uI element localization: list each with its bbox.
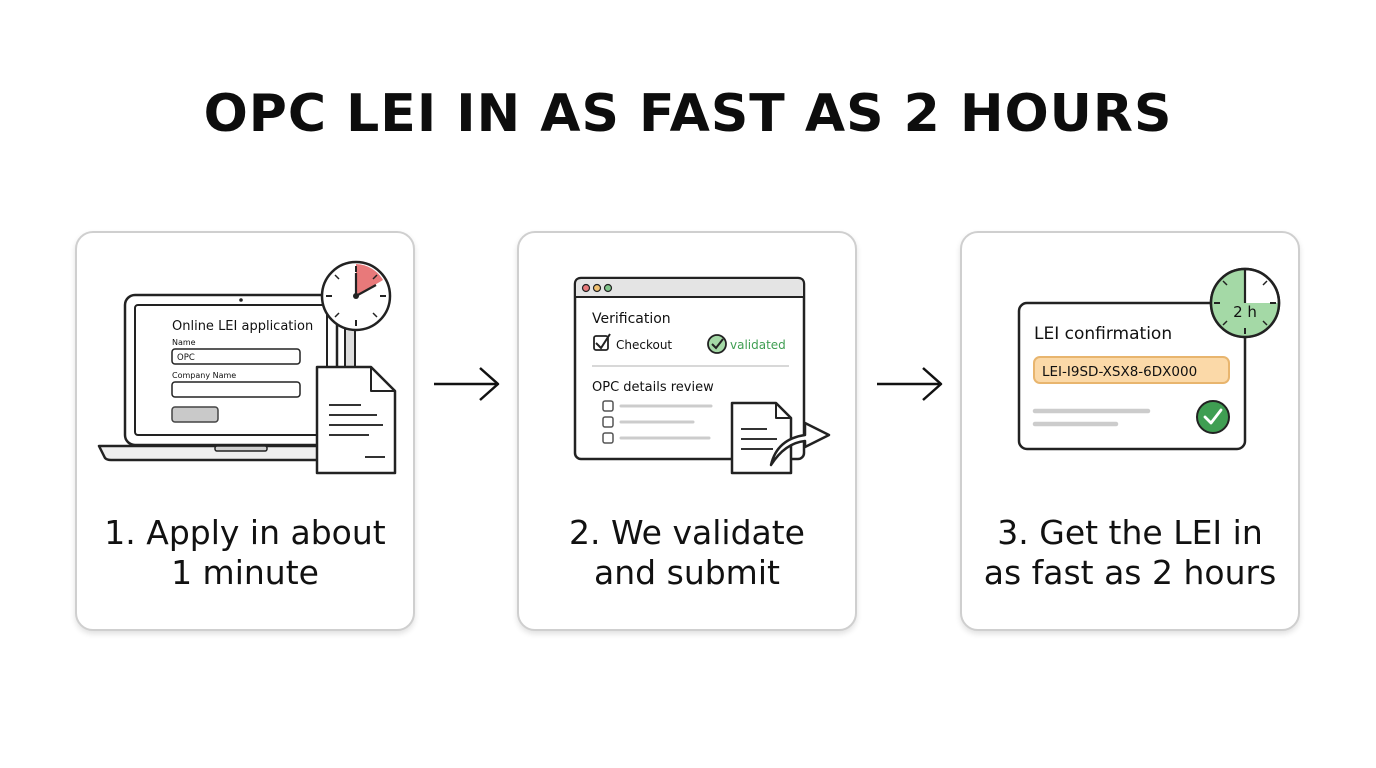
validated-label: validated xyxy=(730,338,786,352)
document-icon xyxy=(315,365,397,475)
caption-line-1: 3. Get the LEI in xyxy=(997,513,1263,552)
step-illustration-apply: Online LEI application Name OPC Company … xyxy=(97,260,397,475)
name-input-value: OPC xyxy=(177,353,195,363)
name-label: Name xyxy=(172,338,196,347)
caption-line-2: as fast as 2 hours xyxy=(983,553,1277,592)
step-caption: 1. Apply in about 1 minute xyxy=(77,513,413,593)
submit-button[interactable] xyxy=(171,406,219,423)
check-circle-icon xyxy=(707,334,727,354)
checkbox-icon xyxy=(593,333,611,351)
step-illustration-receive: LEI confirmation LEI-I9SD-XSX8-6DX000 2 … xyxy=(1017,267,1281,451)
page-title: OPC LEI IN AS FAST AS 2 HOURS xyxy=(203,84,1173,144)
caption-line-1: 1. Apply in about xyxy=(104,513,386,552)
document-icon xyxy=(730,401,793,475)
caption-line-1: 2. We validate xyxy=(569,513,805,552)
caption-line-2: and submit xyxy=(594,553,780,592)
step-caption: 2. We validate and submit xyxy=(519,513,855,593)
step-card-validate: Verification Checkout validated OPC deta… xyxy=(517,231,857,631)
clock-icon: 2 h xyxy=(1209,267,1281,339)
confirmation-heading: LEI confirmation xyxy=(1034,324,1172,344)
step-caption: 3. Get the LEI in as fast as 2 hours xyxy=(962,513,1298,593)
application-form: Online LEI application Name OPC Company … xyxy=(171,319,313,423)
stopwatch-icon xyxy=(320,260,392,332)
flow-arrow-icon xyxy=(877,367,943,401)
forward-arrow-icon xyxy=(769,421,831,467)
review-checklist xyxy=(602,400,713,444)
step-card-receive: LEI confirmation LEI-I9SD-XSX8-6DX000 2 … xyxy=(960,231,1300,631)
lei-code: LEI-I9SD-XSX8-6DX000 xyxy=(1042,364,1197,380)
name-input[interactable] xyxy=(171,348,301,365)
flow-arrow-icon xyxy=(434,367,500,401)
caption-line-2: 1 minute xyxy=(171,553,319,592)
step-illustration-validate: Verification Checkout validated OPC deta… xyxy=(573,276,831,475)
form-title: Online LEI application xyxy=(172,319,313,334)
company-label: Company Name xyxy=(172,371,236,380)
step-card-apply: Online LEI application Name OPC Company … xyxy=(75,231,415,631)
lei-code-badge xyxy=(1033,356,1230,384)
check-circle-icon xyxy=(1196,400,1230,434)
verification-heading: Verification xyxy=(592,311,671,327)
checkout-label: Checkout xyxy=(616,338,672,352)
timer-label: 2 h xyxy=(1233,303,1257,321)
review-heading: OPC details review xyxy=(592,380,714,395)
company-input[interactable] xyxy=(171,381,301,398)
